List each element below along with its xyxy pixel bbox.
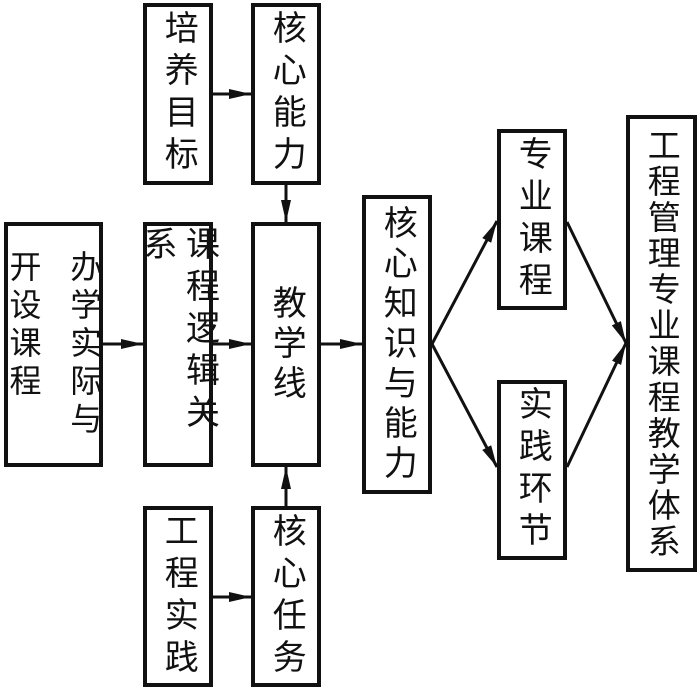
node-label: 核心任务 xyxy=(266,512,307,681)
node-core-knowledge-ability: 核心知识与能力 xyxy=(362,195,432,494)
arrow-zhuanye-to-tixi xyxy=(565,221,628,344)
arrow-shijian-to-tixi xyxy=(565,342,628,468)
node-label: 工程实践 xyxy=(158,512,199,681)
node-training-objective: 培养目标 xyxy=(143,3,213,185)
node-practice-links: 实践环节 xyxy=(497,380,567,560)
arrow-zhishi-to-shijian xyxy=(430,343,499,468)
node-label-col1: 办学实际与 xyxy=(65,249,104,440)
node-label: 课程逻辑关系 xyxy=(137,226,220,436)
node-course-logic: 课程逻辑关系 xyxy=(137,222,220,467)
node-label: 专业课程 xyxy=(512,135,553,304)
node-professional-courses: 专业课程 xyxy=(497,129,567,310)
node-label: 办学实际与开设课程 xyxy=(0,250,114,440)
node-school-reality-and-courses: 办学实际与开设课程 xyxy=(4,222,103,467)
node-label: 工程管理专业课程教学体系 xyxy=(642,127,682,560)
arrow-zhishi-to-zhuanye xyxy=(430,220,499,345)
node-label-col2: 开设课程 xyxy=(4,249,43,402)
node-core-task: 核心任务 xyxy=(251,506,321,687)
node-label: 教学线 xyxy=(266,284,307,405)
node-core-competence: 核心能力 xyxy=(251,3,321,185)
node-teaching-system: 工程管理专业课程教学体系 xyxy=(626,115,697,572)
node-label: 核心能力 xyxy=(266,10,307,178)
node-label: 实践环节 xyxy=(512,386,553,554)
node-teaching-line: 教学线 xyxy=(251,222,321,467)
node-label: 核心知识与能力 xyxy=(377,204,418,485)
node-engineering-practice: 工程实践 xyxy=(143,506,213,687)
node-label: 培养目标 xyxy=(158,10,199,178)
